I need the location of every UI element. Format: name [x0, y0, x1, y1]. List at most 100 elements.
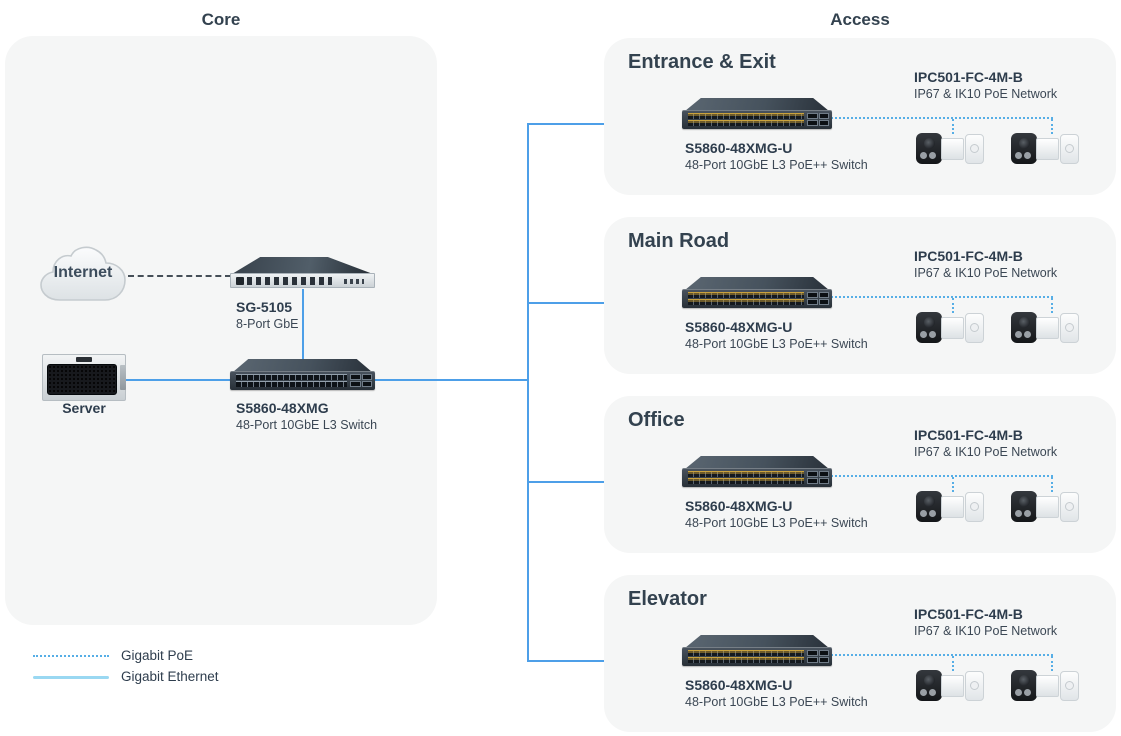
zone-heading: Main Road: [628, 230, 730, 252]
core-switch-name-label: S5860-48XMG: [236, 400, 329, 416]
sfp-ports: [807, 650, 829, 663]
router-ports: [247, 277, 332, 285]
switch-front-face: [682, 110, 832, 129]
camera-led: [1024, 152, 1031, 159]
camera-led: [929, 689, 936, 696]
camera-led: [1024, 331, 1031, 338]
ip-camera-image: [916, 132, 986, 166]
camera-lens-icon: [1019, 675, 1030, 686]
camera-body: [1036, 496, 1059, 518]
camera-body: [1036, 675, 1059, 697]
switch-top-face: [685, 635, 829, 648]
server-logo-chip: [76, 357, 92, 362]
camera-led: [929, 510, 936, 517]
poe-drop-line: [1051, 119, 1053, 134]
camera-desc-label: IP67 & IK10 PoE Network: [914, 266, 1058, 280]
camera-joint: [970, 144, 979, 153]
server-label: Server: [62, 400, 106, 416]
poe-switch-image: [682, 456, 832, 490]
camera-led: [920, 152, 927, 159]
core-panel: [5, 36, 437, 625]
camera-front: [1011, 312, 1037, 343]
poe-drop-line: [1051, 298, 1053, 313]
ip-camera-image: [916, 311, 986, 345]
camera-front: [1011, 133, 1037, 164]
poe-switch-image: [682, 98, 832, 132]
poe-switch-name-label: S5860-48XMG-U: [685, 319, 793, 335]
poe-drop-line: [952, 656, 954, 671]
ip-camera-image: [1011, 669, 1081, 703]
camera-lens-icon: [1019, 496, 1030, 507]
poe-switch-image: [682, 635, 832, 669]
ip-camera-image: [916, 669, 986, 703]
switch-front-face: [230, 371, 375, 390]
zone-heading: Entrance & Exit: [628, 51, 776, 73]
port-row: [236, 381, 347, 387]
camera-front: [916, 133, 942, 164]
camera-name-label: IPC501-FC-4M-B: [914, 69, 1023, 85]
sfp-ports: [807, 292, 829, 305]
switch-ports: [236, 373, 347, 388]
poe-drop-line: [1051, 477, 1053, 492]
camera-led: [929, 331, 936, 338]
camera-led: [929, 152, 936, 159]
camera-led: [920, 510, 927, 517]
camera-desc-label: IP67 & IK10 PoE Network: [914, 445, 1058, 459]
server-to-core-switch-line: [126, 379, 230, 381]
switch-ports: [688, 291, 804, 306]
poe-switch-desc-label: 48-Port 10GbE L3 PoE++ Switch: [685, 158, 868, 172]
router-led: [236, 277, 244, 285]
switch-ports: [688, 470, 804, 485]
port-row: [688, 120, 804, 126]
router-top-face: [232, 257, 373, 274]
poe-drop-line: [952, 119, 954, 134]
legend-ethernet-label: Gigabit Ethernet: [121, 669, 219, 684]
poe-switch-name-label: S5860-48XMG-U: [685, 498, 793, 514]
core-switch-uplink-line: [375, 379, 528, 381]
switch-ports: [688, 649, 804, 664]
camera-lens-icon: [1019, 138, 1030, 149]
internet-dashed-link: [128, 275, 231, 277]
poe-switch-name-label: S5860-48XMG-U: [685, 140, 793, 156]
sfp-ports: [807, 471, 829, 484]
camera-led: [1015, 510, 1022, 517]
poe-drop-line: [952, 477, 954, 492]
legend-ethernet-line: [33, 676, 109, 679]
camera-body: [941, 317, 964, 339]
internet-cloud: [36, 242, 130, 310]
port-row: [688, 478, 804, 484]
legend-poe-line: [33, 655, 109, 657]
camera-front: [916, 491, 942, 522]
camera-front: [1011, 670, 1037, 701]
camera-desc-label: IP67 & IK10 PoE Network: [914, 624, 1058, 638]
poe-drop-line: [952, 298, 954, 313]
poe-switch-desc-label: 48-Port 10GbE L3 PoE++ Switch: [685, 337, 868, 351]
ip-camera-image: [1011, 311, 1081, 345]
camera-body: [1036, 317, 1059, 339]
camera-name-label: IPC501-FC-4M-B: [914, 427, 1023, 443]
camera-led: [920, 689, 927, 696]
camera-name-label: IPC501-FC-4M-B: [914, 248, 1023, 264]
poe-switch-desc-label: 48-Port 10GbE L3 PoE++ Switch: [685, 516, 868, 530]
poe-switch-image: [682, 277, 832, 311]
poe-link-line: [831, 654, 1053, 656]
switch-front-face: [682, 647, 832, 666]
access-zone-main-road: Main Road S5860-48XMG-U 48-Port 10GbE L3…: [604, 217, 1116, 374]
poe-drop-line: [1051, 656, 1053, 671]
ip-camera-image: [1011, 490, 1081, 524]
camera-led: [1015, 689, 1022, 696]
core-section-title: Core: [201, 10, 241, 29]
camera-joint: [1065, 681, 1074, 690]
internet-label: Internet: [53, 264, 113, 281]
access-zone-office: Office S5860-48XMG-U 48-Port 10GbE L3 Po…: [604, 396, 1116, 553]
access-section-title: Access: [830, 10, 890, 29]
poe-link-line: [831, 296, 1053, 298]
camera-joint: [970, 681, 979, 690]
switch-top-face: [233, 359, 372, 372]
zone-heading: Elevator: [628, 588, 707, 610]
camera-led: [1024, 689, 1031, 696]
server-image: [42, 354, 126, 401]
port-row: [688, 657, 804, 663]
poe-link-line: [831, 117, 1053, 119]
